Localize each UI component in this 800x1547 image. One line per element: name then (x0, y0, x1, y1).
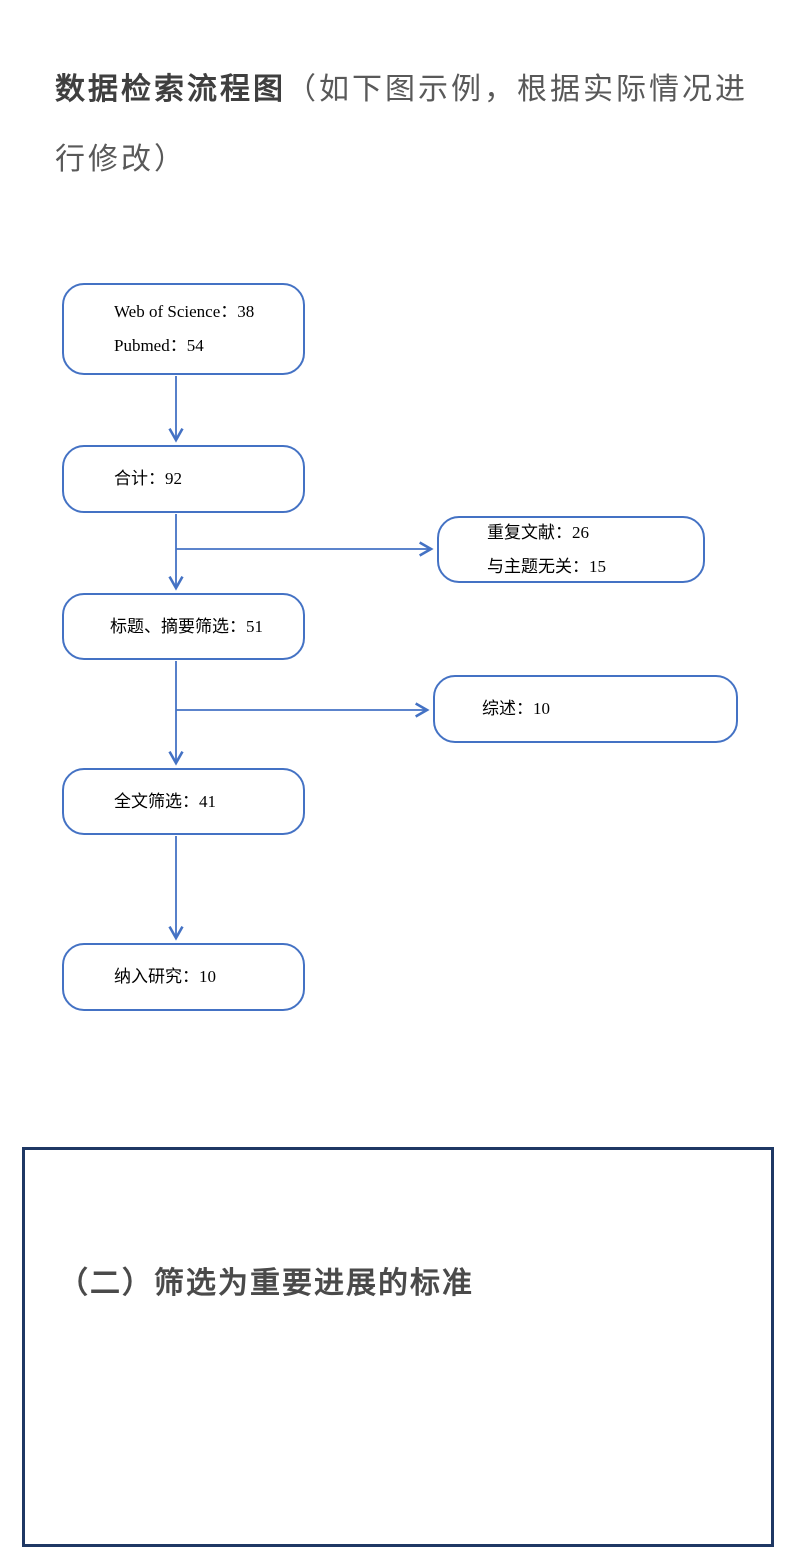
page-title: 数据检索流程图（如下图示例，根据实际情况进行修改） (55, 55, 755, 195)
section-heading: （二）筛选为重要进展的标准 (58, 1267, 474, 1300)
flow-box-excluded-reviews: 综述：10 (433, 675, 738, 743)
flow-box-line: 与主题无关：15 (487, 556, 606, 576)
flow-box-line: 纳入研究：10 (114, 967, 216, 986)
flow-box-line: 标题、摘要筛选：51 (110, 616, 263, 636)
flow-box-sources: Web of Science：38 Pubmed：54 (62, 283, 305, 375)
flow-box-title-abstract-screening: 标题、摘要筛选：51 (62, 593, 305, 660)
flow-box-fulltext-screening: 全文筛选：41 (62, 768, 305, 835)
flow-box-line: Pubmed：54 (114, 336, 204, 355)
flow-box-line: 合计：92 (114, 469, 182, 488)
page-title-bold: 数据检索流程图 (55, 73, 286, 106)
flow-box-line: 综述：10 (482, 699, 550, 718)
flowchart: Web of Science：38 Pubmed：54 合计：92 标题、摘要筛… (62, 283, 738, 1011)
flow-box-line: 全文筛选：41 (114, 791, 216, 811)
page-title-note: （如下图示例，根据实际情况进行修改） (55, 73, 748, 176)
flow-box-line: Web of Science：38 (114, 302, 255, 321)
flow-box-excluded-duplicates: 重复文献：26 与主题无关：15 (437, 516, 705, 583)
flow-box-total: 合计：92 (62, 445, 305, 513)
document-page: 数据检索流程图（如下图示例，根据实际情况进行修改） Web of Science… (22, 55, 774, 1547)
flow-box-line: 重复文献：26 (487, 522, 589, 542)
flow-box-included-studies: 纳入研究：10 (62, 943, 305, 1011)
section-frame: （二）筛选为重要进展的标准 (22, 1147, 774, 1547)
